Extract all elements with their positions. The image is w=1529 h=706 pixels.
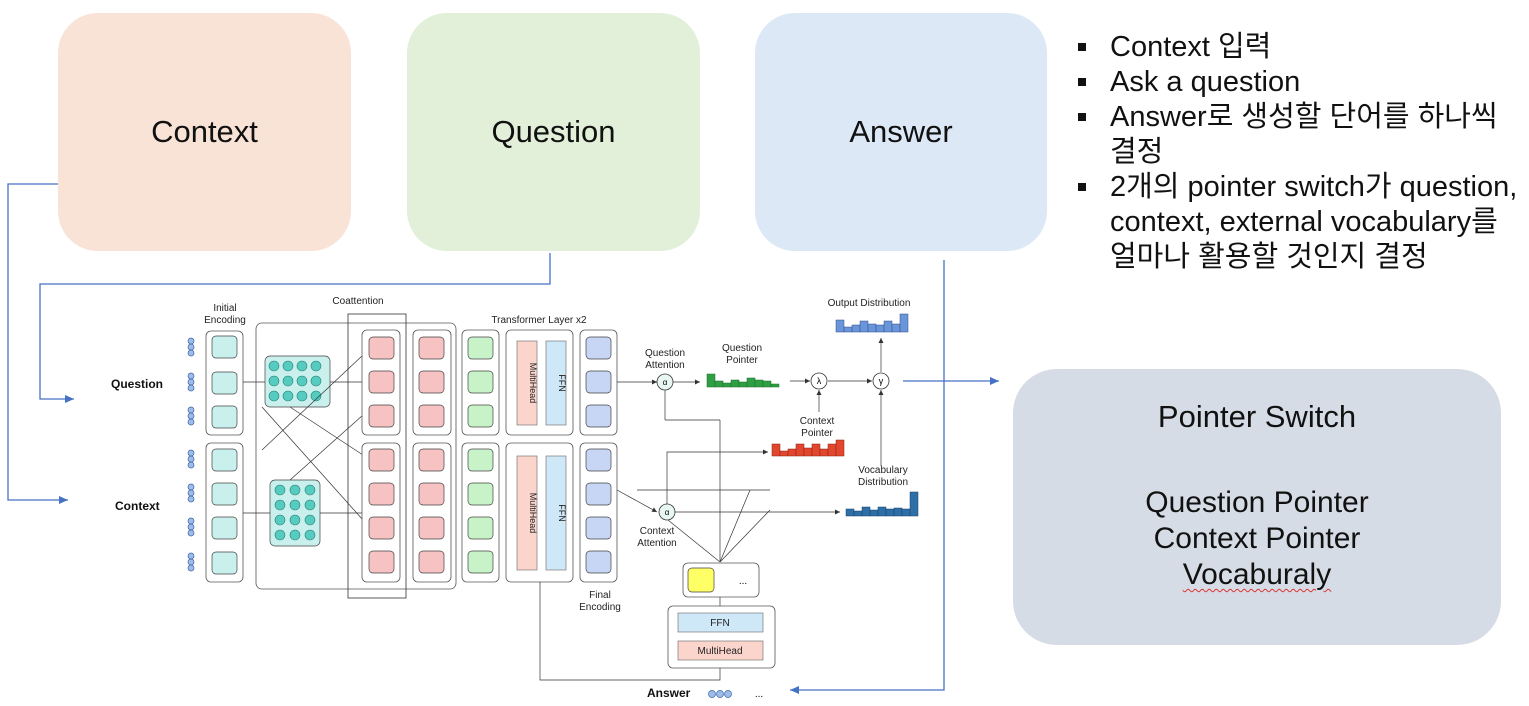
coattention-label: Coattention xyxy=(332,296,383,307)
coattention-matrix-question xyxy=(264,355,331,408)
decoder-multihead-label: MultiHead xyxy=(697,646,742,657)
bullet-item: Answer로 생성할 단어를 하나씩 결정 xyxy=(1076,100,1526,170)
decoder-ellipsis: ... xyxy=(739,576,747,587)
pointer-item: Vocaburaly xyxy=(1182,558,1332,591)
bullet-item: Context 입력 xyxy=(1076,30,1526,65)
context-pointer-bars xyxy=(771,439,845,457)
output-distribution-label: Output Distribution xyxy=(828,298,911,309)
diagram-context-label: Context xyxy=(115,499,160,513)
question-flow-arrow xyxy=(39,253,551,403)
decoder-ffn-label: FFN xyxy=(710,618,729,629)
pointer-item: Question Pointer xyxy=(1145,486,1369,519)
context-box: Context xyxy=(58,13,351,251)
question-input-tokens xyxy=(187,337,195,426)
diagram-answer-label: Answer xyxy=(647,686,691,700)
output-distribution-bars xyxy=(835,313,909,333)
coattention-cross-lines xyxy=(243,354,364,521)
final-encoding-columns xyxy=(579,329,618,583)
multihead-label-context: MultiHead xyxy=(528,493,538,534)
pointer-switch-title: Pointer Switch xyxy=(1157,399,1357,434)
gamma-node: γ xyxy=(879,376,884,386)
vocabulary-distribution-bars xyxy=(845,491,919,517)
answer-flow-arrow xyxy=(790,260,945,694)
question-box-label: Question xyxy=(491,114,616,149)
coattention-container xyxy=(255,322,457,590)
decoder-block: ... FFN MultiHead xyxy=(667,562,776,669)
ffn-label-question: FFN xyxy=(557,374,567,392)
attention-nodes: α α λ γ xyxy=(656,372,890,521)
context-box-label: Context xyxy=(151,114,258,149)
pointer-switch-list: Question Pointer Context Pointer Vocabur… xyxy=(1145,485,1368,593)
question-box: Question xyxy=(407,13,700,251)
answer-box: Answer xyxy=(755,13,1047,251)
transformer-layers: MultiHead FFN MultiHead FFN xyxy=(505,329,574,583)
diagram-question-label: Question xyxy=(111,377,163,391)
transformer-label: Transformer Layer x2 xyxy=(491,315,587,326)
ffn-label-context: FFN xyxy=(557,504,567,522)
bullet-list: Context 입력 Ask a question Answer로 생성할 단어… xyxy=(1076,30,1526,275)
transformer-input-columns xyxy=(461,329,500,583)
pointer-switch-box: Pointer Switch Question Pointer Context … xyxy=(1013,369,1501,645)
context-input-tokens xyxy=(187,449,195,572)
multihead-label-question: MultiHead xyxy=(528,363,538,404)
answer-ellipsis: ... xyxy=(755,689,763,700)
coattention-columns xyxy=(361,329,452,583)
coattention-frame xyxy=(347,313,407,599)
bullet-item: Ask a question xyxy=(1076,65,1526,100)
question-pointer-bars xyxy=(706,373,780,388)
flow-arrows xyxy=(7,183,999,694)
alpha-context: α xyxy=(665,508,670,517)
answer-input-tokens xyxy=(708,690,732,698)
initial-encoding-block xyxy=(205,330,244,583)
context-flow-arrow xyxy=(7,183,68,504)
lambda-node: λ xyxy=(817,376,822,386)
diagram-connectors xyxy=(539,338,884,681)
coattention-matrix-context xyxy=(269,479,321,547)
alpha-question: α xyxy=(663,378,668,387)
answer-box-label: Answer xyxy=(849,114,953,149)
pointer-item: Context Pointer xyxy=(1153,522,1361,555)
bullet-item: 2개의 pointer switch가 question, context, e… xyxy=(1076,170,1526,275)
